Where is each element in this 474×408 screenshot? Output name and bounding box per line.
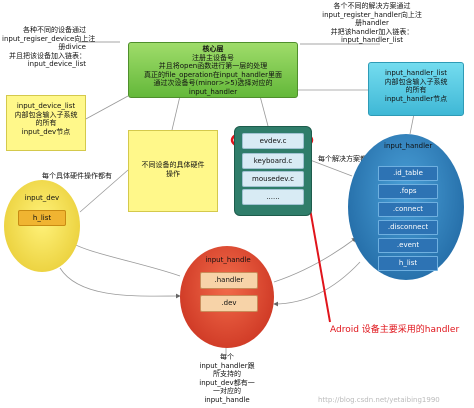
core-line: input_handler [188,87,238,96]
note-line: input_handler跟 [199,361,255,370]
note-line: 各种不同的设备通过 [23,26,86,34]
device-more: ...... [242,189,304,205]
core-title: 核心层 [202,45,224,53]
core-line: 真正的file_operation在input_handler里面 [143,70,282,79]
hardware-note: 每个具体硬件操作都有 [42,172,112,180]
solutions-note: 每个解决方案都会有 [318,155,381,163]
hw-line: 不同设备的具体硬件 [141,161,205,169]
handlerlist-ellipse-line [409,113,415,135]
handler-handle-arrow [273,261,361,307]
note-line: 所支持的 [213,370,241,378]
note-line: 并把该handler加入链表： [330,27,414,36]
input-dev-ellipse [4,180,80,272]
handlerlist-line: input_handler节点 [384,94,448,103]
devlist-line: input_device_list [16,102,76,110]
device-evdev: evdev.c [242,133,304,149]
devlist-core-line [83,95,129,121]
note-line: 各个不同的解决方案通过 [333,2,411,10]
device-keyboard: keyboard.c [242,153,304,169]
input-handler-list-box: input_handler_list 内部包含输入子系统 的所有 input_h… [368,62,464,116]
input-dev-item: h_list [18,210,66,226]
handle-item: .dev [200,295,258,312]
note-line: 册handler [355,19,389,27]
input-device-list-box: input_device_list 内部包含输入子系统 的所有 input_de… [6,95,86,151]
bottom-note: 每个 input_handler跟 所支持的 input_dev都有一 一对应的… [196,353,258,404]
highlight-note: Adroid 设备主要采用的handler [330,325,460,335]
handler-item: .id_table [378,166,438,181]
handlerlist-line: input_handler_list [384,69,448,77]
note-line: input_handle [204,395,250,404]
hw-inputdev-line [79,169,129,213]
note-line: 并且把该设备加入链表： [9,51,86,60]
note-line: input_device_list [27,60,86,68]
handlerlist-line: 的所有 [405,86,427,94]
core-hw-line [171,95,181,131]
hw-line: 操作 [166,169,180,178]
input-handler-title: input_handler [384,142,433,150]
input-handle-title: input_handle [205,256,251,264]
handle-item: .handler [200,272,258,289]
note-line: input_regiser_device向上注 [2,34,96,43]
handle-handler-arrow [273,237,357,283]
core-devpanel-line [259,95,269,127]
core-line: 注册主设备号 [192,53,234,62]
devlist-line: input_dev节点 [21,127,71,136]
note-line: 一对应的 [213,387,241,395]
note-line: input_register_handler向上注 [322,10,422,19]
inputdev-handle-arrow [59,267,181,299]
note-line: 册divice [58,43,86,51]
handler-item: .disconnect [378,220,438,235]
core-line: 并且将open函数进行第一层的处理 [158,62,268,70]
devlist-line: 内部包含输入子系统 [14,110,78,119]
devlist-line: 的所有 [35,119,57,127]
hardware-ops-box: 不同设备的具体硬件 操作 [128,130,218,212]
note-line: input_dev都有一 [199,378,255,387]
handler-item: .fops [378,184,438,199]
handlerlist-line: 内部包含输入子系统 [384,77,448,86]
handler-item: .event [378,238,438,253]
top-right-note: 各个不同的解决方案通过 input_register_handler向上注 册h… [308,2,436,45]
handle-inputdev-arrow [67,239,181,277]
devpanel-handler-line [309,159,353,177]
watermark: http://blog.csdn.net/yetaibing1990 [318,396,440,404]
top-left-note: 各种不同的设备通过 input_regiser_device向上注 册divic… [2,26,96,69]
core-line: 通过次设备号(minor>>5)选择对应的 [153,79,273,87]
handler-item: h_list [378,256,438,271]
handler-item: .connect [378,202,438,217]
note-line: input_handler_list [340,36,404,44]
input-dev-title: input_dev [24,194,60,202]
core-layer-box: 核心层 注册主设备号 并且将open函数进行第一层的处理 真正的file_ope… [128,42,298,98]
device-mousedev: mousedev.c [242,171,304,187]
note-line: 每个 [220,353,234,361]
